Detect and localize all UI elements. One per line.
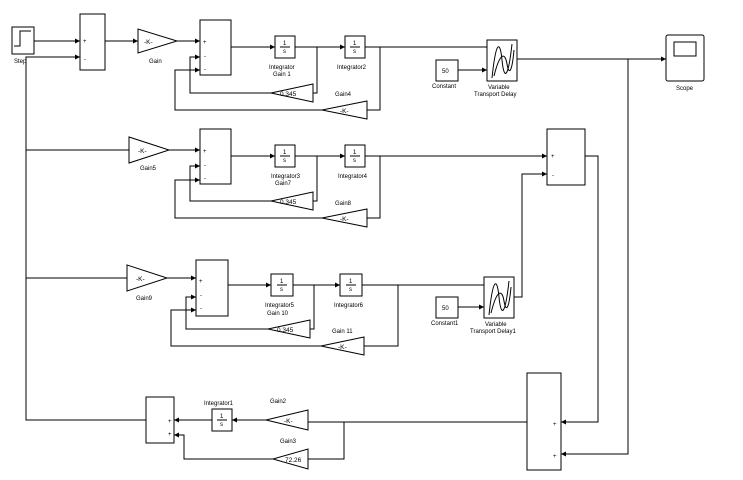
sum3-minus-2: - [204, 176, 206, 182]
integrator4-label: Integrator4 [338, 174, 368, 180]
row2-wires [26, 147, 547, 219]
gain11-label: Gain 11 [332, 329, 353, 335]
integrator1-row4-den: s [220, 422, 223, 428]
step-label: Step [14, 59, 27, 65]
integrator6-label: Integrator6 [334, 303, 364, 309]
sum7-block[interactable] [526, 372, 562, 471]
constant-label: Constant [432, 84, 456, 90]
gain4-label: Gain4 [335, 92, 352, 98]
integrator1-row4-num: 1 [220, 414, 224, 420]
sum2-minus-1: - [204, 54, 206, 60]
gain-label: Gain [149, 59, 162, 65]
sum6-plus-2: + [168, 432, 172, 438]
gain1-value: 0.345 [280, 91, 297, 98]
gain1-label: Gain 1 [273, 72, 291, 78]
integrator1-den: s [283, 49, 286, 55]
gain7-label: Gain7 [275, 181, 292, 187]
sum1-block[interactable] [79, 13, 106, 71]
gain4-value: -K- [340, 108, 349, 115]
step-block[interactable] [11, 26, 35, 55]
vtd1-label-1: Variable [485, 322, 507, 328]
row4-wires [25, 54, 629, 460]
integrator4-den: s [353, 158, 356, 164]
gain10-value: 0.345 [277, 327, 294, 334]
gain10-label: Gain 10 [267, 311, 289, 317]
gain11-value: -K- [338, 344, 347, 351]
integrator5-num: 1 [280, 279, 284, 285]
integrator1-num: 1 [283, 41, 287, 47]
sum4-plus: + [551, 154, 555, 160]
vtd1-label-2: Transport Delay1 [470, 329, 516, 335]
gain3-label: Gain3 [280, 439, 297, 445]
scope-label: Scope [676, 86, 694, 92]
sum3-minus-1: - [204, 163, 206, 169]
integrator3-den: s [283, 158, 286, 164]
sum4-minus: - [552, 173, 554, 179]
scope-block[interactable] [665, 34, 705, 82]
sum4-block[interactable] [546, 128, 586, 186]
sum3-plus: + [203, 149, 207, 155]
integrator6-den: s [349, 287, 352, 293]
sum6-block[interactable] [145, 396, 175, 444]
gain7-value: 0.345 [280, 199, 297, 206]
vtd-block[interactable] [486, 39, 518, 82]
row3-wires [26, 171, 547, 347]
gain9-block[interactable] [126, 264, 169, 292]
sum5-minus-2: - [200, 306, 202, 312]
integrator2-label: Integrator2 [337, 65, 367, 71]
integrator6-num: 1 [349, 279, 353, 285]
sum7-plus-1: + [553, 422, 557, 428]
gain-value: -K- [144, 39, 153, 46]
gain9-value: -K- [136, 276, 145, 283]
row1-wires [34, 38, 666, 111]
sum6-plus-1: + [168, 419, 172, 425]
vtd-label-2: Transport Delay [474, 92, 516, 98]
integrator5-den: s [280, 287, 283, 293]
vtd1-block[interactable] [483, 276, 515, 319]
integrator2-den: s [353, 49, 356, 55]
gain9-label: Gain9 [136, 296, 153, 302]
sum1-plus: + [83, 39, 87, 45]
gain5-block[interactable] [128, 136, 171, 164]
gain2-block[interactable] [265, 409, 309, 431]
gain5-label: Gain5 [140, 166, 157, 172]
sum5-block[interactable] [195, 259, 229, 317]
integrator1-row4-label: Integrator1 [204, 401, 234, 407]
gain8-value: -K- [340, 216, 349, 223]
sum5-plus: + [199, 279, 203, 285]
sum7-plus-2: + [553, 454, 557, 460]
gain5-value: -K- [138, 148, 147, 155]
constant1-value: 50 [442, 306, 449, 312]
constant1-label: Constant1 [431, 321, 459, 327]
gain2-value: -K- [284, 418, 293, 425]
sum2-plus: + [203, 40, 207, 46]
sum5-minus-1: - [200, 293, 202, 299]
integrator2-num: 1 [353, 41, 357, 47]
integrator-label: Integrator [269, 65, 295, 71]
gain2-label: Gain2 [270, 399, 287, 405]
integrator3-label: Integrator3 [271, 174, 301, 180]
gain8-label: Gain8 [335, 201, 352, 207]
integrator4-num: 1 [353, 150, 357, 156]
integrator3-num: 1 [283, 150, 287, 156]
integrator5-label: Integrator5 [265, 303, 295, 309]
sum1-minus: - [84, 57, 86, 63]
vtd-label-1: Variable [488, 85, 510, 91]
sum2-block[interactable] [199, 19, 232, 76]
sum2-minus-2: - [204, 67, 206, 73]
constant-value: 50 [442, 69, 449, 75]
gain3-value: 72.26 [285, 457, 302, 464]
